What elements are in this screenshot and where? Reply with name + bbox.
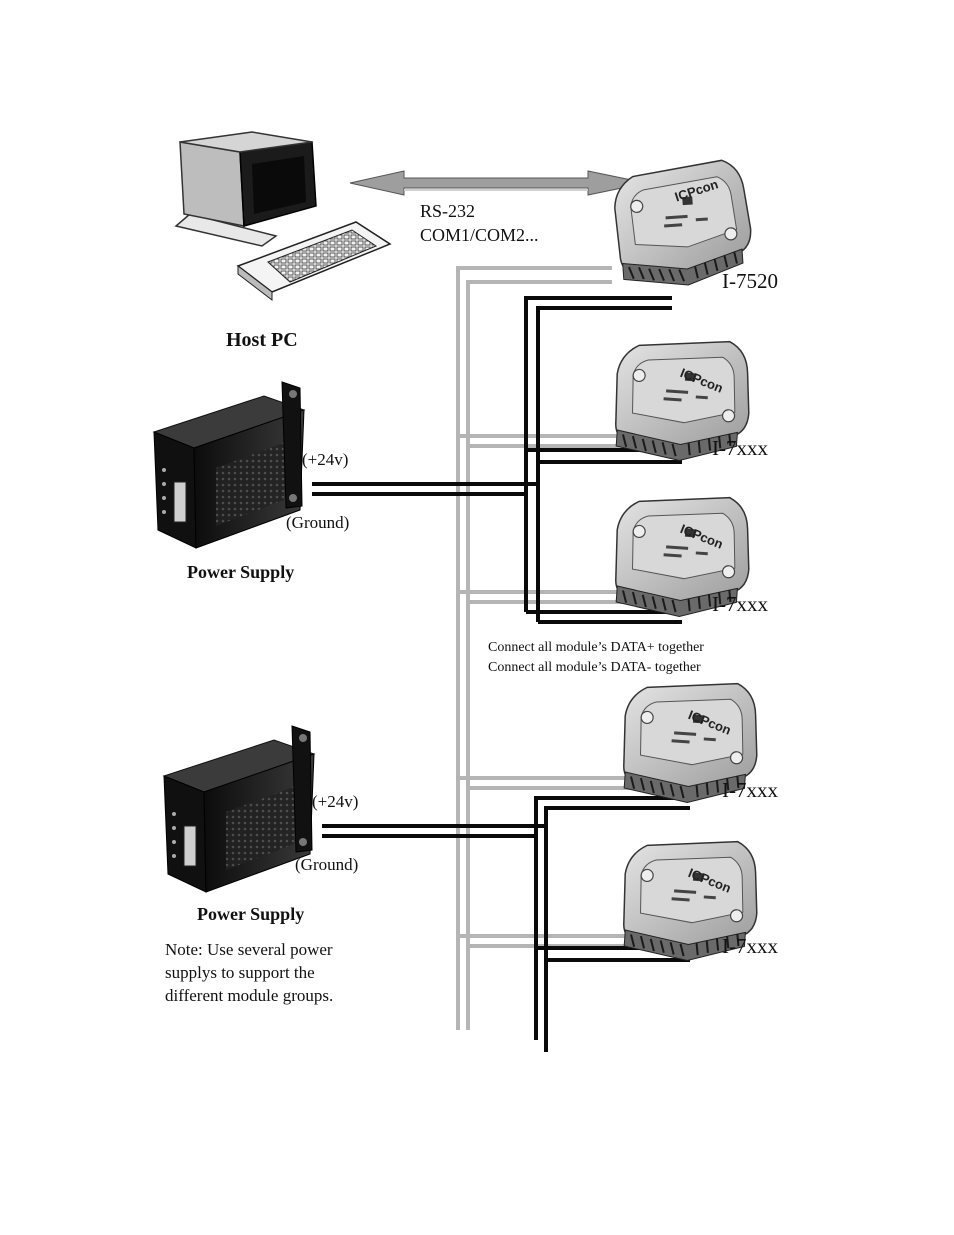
host-pc-icon: [174, 131, 392, 302]
power-supply-label: Power Supply: [187, 562, 295, 582]
com-port-label: COM1/COM2...: [420, 225, 539, 245]
rs232-link-arrow: [349, 170, 647, 196]
module-i7xxx-2: ICPcon: [610, 489, 755, 623]
data-plus-note: Connect all module’s DATA+ together: [488, 640, 704, 655]
data-minus-note: Connect all module’s DATA- together: [488, 660, 701, 675]
module-i7520: ICPcon: [611, 157, 756, 291]
module-name-label: I-7xxx: [722, 934, 778, 958]
module-i7xxx-3: ICPcon: [618, 675, 763, 809]
power-supply-note: Note: Use several power supplys to suppo…: [165, 940, 334, 1005]
plus-24v-label: (+24v): [302, 450, 349, 469]
power-bus-group-2: [322, 796, 690, 1052]
module-i7xxx-1: ICPcon: [610, 333, 755, 467]
module-name-label: I-7xxx: [712, 436, 768, 460]
power-supply-2-icon: [163, 725, 315, 893]
ground-label: (Ground): [295, 855, 359, 874]
host-pc-label: Host PC: [226, 329, 298, 351]
ground-label: (Ground): [286, 513, 350, 532]
plus-24v-label: (+24v): [312, 792, 359, 811]
power-supply-1-icon: [153, 381, 305, 549]
module-name-label: I-7xxx: [722, 778, 778, 802]
power-supply-label: Power Supply: [197, 904, 305, 924]
rs232-label: RS-232: [420, 201, 476, 221]
module-name-label: I-7xxx: [712, 592, 768, 616]
module-name-label: I-7520: [722, 269, 778, 293]
power-bus-group-1: [312, 296, 682, 624]
module-i7xxx-4: ICPcon: [618, 833, 763, 967]
